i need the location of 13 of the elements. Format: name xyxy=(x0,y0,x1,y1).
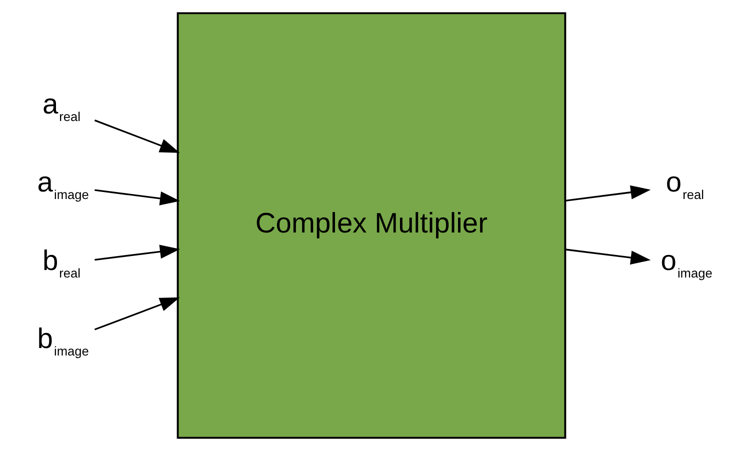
node-text: b$_{real}$ xyxy=(42,244,80,280)
arrow xyxy=(94,297,180,330)
arrow xyxy=(565,185,651,202)
node-text: b$_{image}$ xyxy=(37,322,89,359)
arrow xyxy=(94,189,180,206)
arrow xyxy=(94,120,180,153)
node-box: Complex Multiplier xyxy=(176,12,566,439)
node-text: o$_{real}$ xyxy=(666,166,704,202)
node-text: a$_{image}$ xyxy=(37,166,89,202)
node-text: o$_{image}$ xyxy=(660,244,712,280)
node-text: a$_{real}$ xyxy=(42,87,80,124)
arrow xyxy=(565,248,651,265)
arrow xyxy=(94,244,180,261)
